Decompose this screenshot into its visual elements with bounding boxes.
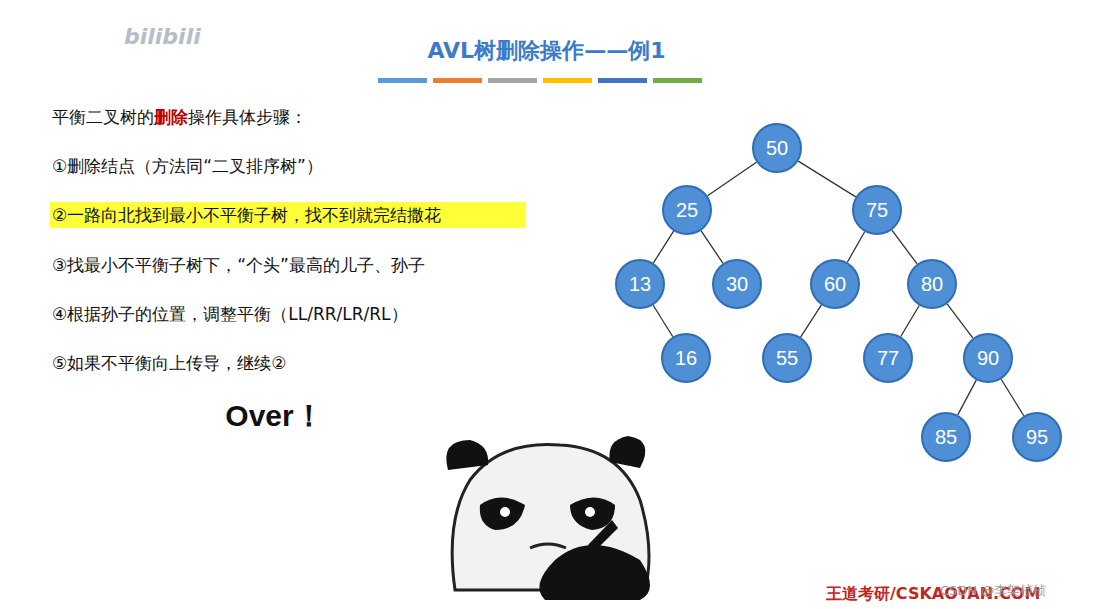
node-key: 80 — [921, 273, 943, 296]
node-key: 85 — [935, 426, 957, 449]
step-text: ④根据孙子的位置，调整平衡（LL/RR/LR/RL） — [52, 303, 408, 326]
node-key: 16 — [675, 347, 697, 370]
tree-node: 90 — [963, 333, 1013, 383]
tree-edge — [847, 232, 864, 263]
intro-line: 平衡二叉树的删除操作具体步骤： — [52, 106, 307, 129]
tree-edge — [798, 161, 856, 197]
tree-node: 95 — [1012, 412, 1062, 462]
step-text: ①删除结点（方法同“二叉排序树”） — [52, 155, 323, 178]
tree-edge — [892, 230, 917, 264]
tree-node: 85 — [921, 412, 971, 462]
node-key: 50 — [766, 137, 788, 160]
tree-node: 13 — [615, 259, 665, 309]
intro-keyword: 删除 — [154, 107, 188, 127]
intro-text: 操作具体步骤： — [188, 107, 307, 127]
node-key: 90 — [977, 347, 999, 370]
watermark: CSDN @李架桢桢 — [940, 582, 1046, 600]
watermark: bilibili — [124, 24, 201, 49]
node-key: 60 — [824, 273, 846, 296]
meme-caption: Over！ — [0, 396, 821, 437]
tree-edge — [701, 231, 723, 264]
tree-node: 25 — [662, 185, 712, 235]
node-key: 13 — [629, 273, 651, 296]
step-text: ③找最小不平衡子树下，“个头”最高的儿子、孙子 — [52, 254, 425, 277]
node-key: 75 — [866, 199, 888, 222]
tree-node: 50 — [752, 123, 802, 173]
step-text: ⑤如果不平衡向上传导，继续② — [52, 352, 286, 375]
tree-edge — [1001, 379, 1024, 416]
tree-edge — [901, 305, 919, 336]
tree-node: 80 — [907, 259, 957, 309]
highlight — [50, 202, 526, 228]
tree-node: 60 — [810, 259, 860, 309]
tree-edge — [653, 231, 673, 263]
tree-edge — [708, 162, 757, 196]
node-key: 95 — [1026, 426, 1048, 449]
step-text: ②一路向北找到最小不平衡子树，找不到就完结撒花 — [52, 204, 441, 227]
tree-edge — [947, 304, 973, 338]
node-key: 25 — [676, 199, 698, 222]
tree-node: 30 — [712, 259, 762, 309]
intro-text: 平衡二叉树的 — [52, 107, 154, 127]
panda-meme — [446, 436, 650, 600]
tree-edge — [801, 305, 822, 337]
title-bars — [378, 78, 702, 83]
node-key: 77 — [877, 347, 899, 370]
tree-node: 77 — [863, 333, 913, 383]
tree-node: 16 — [661, 333, 711, 383]
tree-edge — [958, 380, 977, 415]
node-key: 55 — [776, 347, 798, 370]
tree-edge — [653, 305, 673, 337]
node-key: 30 — [726, 273, 748, 296]
tree-node: 75 — [852, 185, 902, 235]
tree-node: 55 — [762, 333, 812, 383]
